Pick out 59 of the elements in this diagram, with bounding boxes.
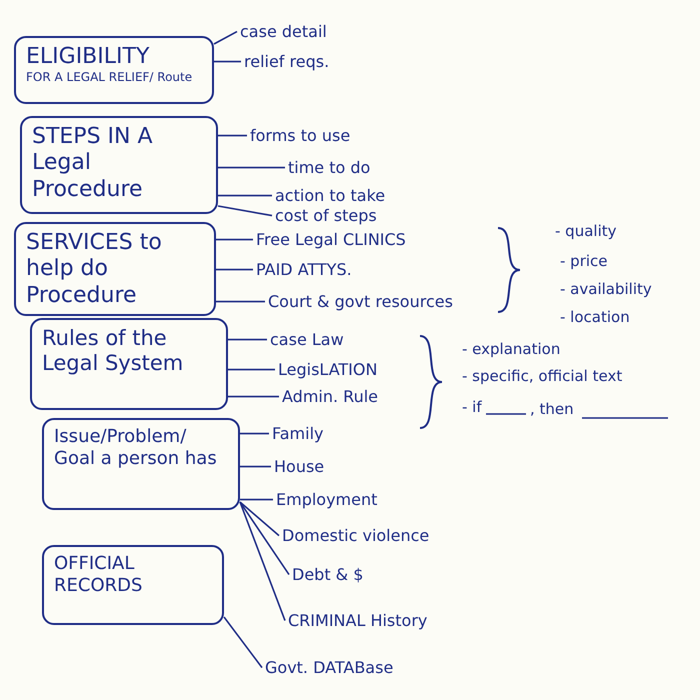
box-title: STEPS IN A Legal Procedure bbox=[32, 124, 154, 204]
connector-line bbox=[240, 432, 269, 434]
connector-line bbox=[218, 205, 272, 216]
connector-line bbox=[240, 466, 271, 468]
topic-box bbox=[14, 36, 214, 104]
branch-text: action to take bbox=[275, 186, 386, 206]
branch-text: CRIMINAL History bbox=[288, 611, 428, 630]
branch-text: case detail bbox=[240, 22, 327, 42]
connector-line bbox=[239, 502, 290, 576]
connector-line bbox=[223, 616, 263, 668]
note-text: - specific, official text bbox=[462, 367, 622, 385]
connector-line bbox=[216, 300, 265, 302]
connector-line bbox=[218, 194, 272, 196]
note-text: - quality bbox=[555, 222, 616, 240]
box-title: SERVICES to help do Procedure bbox=[26, 230, 163, 310]
box-title: Issue/Problem/ Goal a person has bbox=[54, 426, 218, 470]
topic-box bbox=[14, 222, 216, 316]
branch-text: Admin. Rule bbox=[282, 387, 378, 406]
branch-text: Employment bbox=[276, 490, 378, 510]
note-text: - price bbox=[560, 252, 608, 270]
connector-line bbox=[228, 396, 279, 398]
branch-text: relief reqs. bbox=[244, 52, 330, 72]
box-title: OFFICIAL RECORDS bbox=[54, 553, 144, 596]
connector-line bbox=[214, 30, 238, 45]
connector-line bbox=[228, 338, 267, 340]
connector-line bbox=[218, 134, 247, 136]
branch-text: case Law bbox=[270, 330, 344, 350]
box-subtitle: FOR A LEGAL RELIEF/ Route bbox=[26, 70, 194, 85]
connector-line bbox=[240, 498, 273, 500]
branch-text: Court & govt resources bbox=[268, 292, 453, 312]
topic-box bbox=[42, 545, 224, 625]
note-text: - location bbox=[560, 308, 630, 326]
topic-box bbox=[30, 318, 228, 410]
connector-line bbox=[218, 166, 285, 168]
branch-text: time to do bbox=[288, 158, 370, 178]
branch-text: PAID ATTYS. bbox=[256, 260, 352, 280]
branch-text: Free Legal CLINICS bbox=[256, 230, 406, 250]
branch-text: cost of steps bbox=[275, 206, 377, 226]
note-text: , then bbox=[530, 400, 574, 418]
branch-text: House bbox=[274, 457, 324, 476]
note-text: - if bbox=[462, 398, 482, 416]
topic-box bbox=[20, 116, 218, 214]
branch-text: Govt. DATABase bbox=[265, 658, 394, 678]
connector-line bbox=[228, 368, 275, 370]
note-text: - availability bbox=[560, 280, 652, 298]
topic-box bbox=[42, 418, 240, 510]
branch-text: LegisLATION bbox=[278, 360, 378, 380]
box-title: ELIGIBILITY bbox=[26, 44, 150, 70]
connector-line bbox=[216, 268, 253, 270]
note-text: - explanation bbox=[462, 340, 560, 358]
branch-text: forms to use bbox=[250, 126, 350, 146]
box-title: Rules of the Legal System bbox=[42, 326, 184, 376]
connector-line bbox=[214, 60, 241, 62]
branch-text: Domestic violence bbox=[282, 526, 430, 546]
connector-line bbox=[216, 238, 253, 240]
connector-line bbox=[239, 502, 286, 621]
connector-line bbox=[239, 501, 280, 536]
branch-text: Debt & $ bbox=[292, 565, 364, 584]
branch-text: Family bbox=[272, 424, 324, 444]
